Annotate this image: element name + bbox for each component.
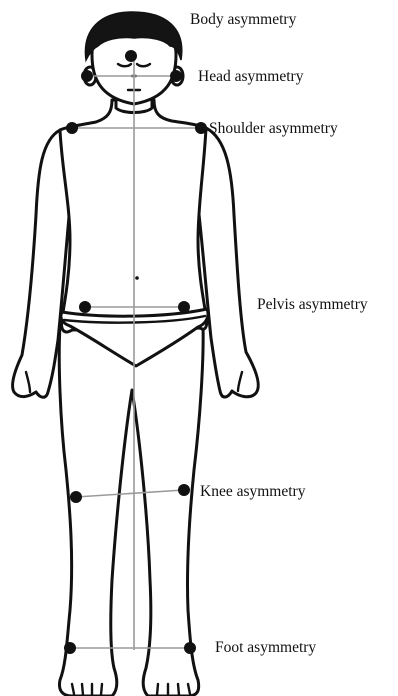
pelvis-left-marker: [79, 301, 91, 313]
knee-asymmetry-label: Knee asymmetry: [200, 483, 306, 500]
shoulder-right-marker: [195, 122, 207, 134]
foot-left-marker: [64, 642, 76, 654]
foot-asymmetry-label: Foot asymmetry: [215, 639, 316, 656]
foot-right-marker: [184, 642, 196, 654]
navel: [135, 276, 139, 280]
legs: [59, 325, 203, 696]
pelvis-right-marker: [178, 301, 190, 313]
knee-right-marker: [178, 484, 190, 496]
head-asymmetry-label: Head asymmetry: [198, 68, 304, 85]
knee-left-marker: [70, 491, 82, 503]
human-figure: [13, 12, 259, 696]
right-arm: [198, 128, 258, 397]
head-right-marker: [170, 70, 182, 82]
body-asymmetry-label: Body asymmetry: [190, 11, 297, 28]
head-top-marker: [125, 50, 137, 62]
shoulder-asymmetry-label: Shoulder asymmetry: [209, 120, 338, 137]
head-left-marker: [81, 70, 93, 82]
pelvis-asymmetry-label: Pelvis asymmetry: [257, 296, 368, 313]
shoulder-left-marker: [66, 122, 78, 134]
